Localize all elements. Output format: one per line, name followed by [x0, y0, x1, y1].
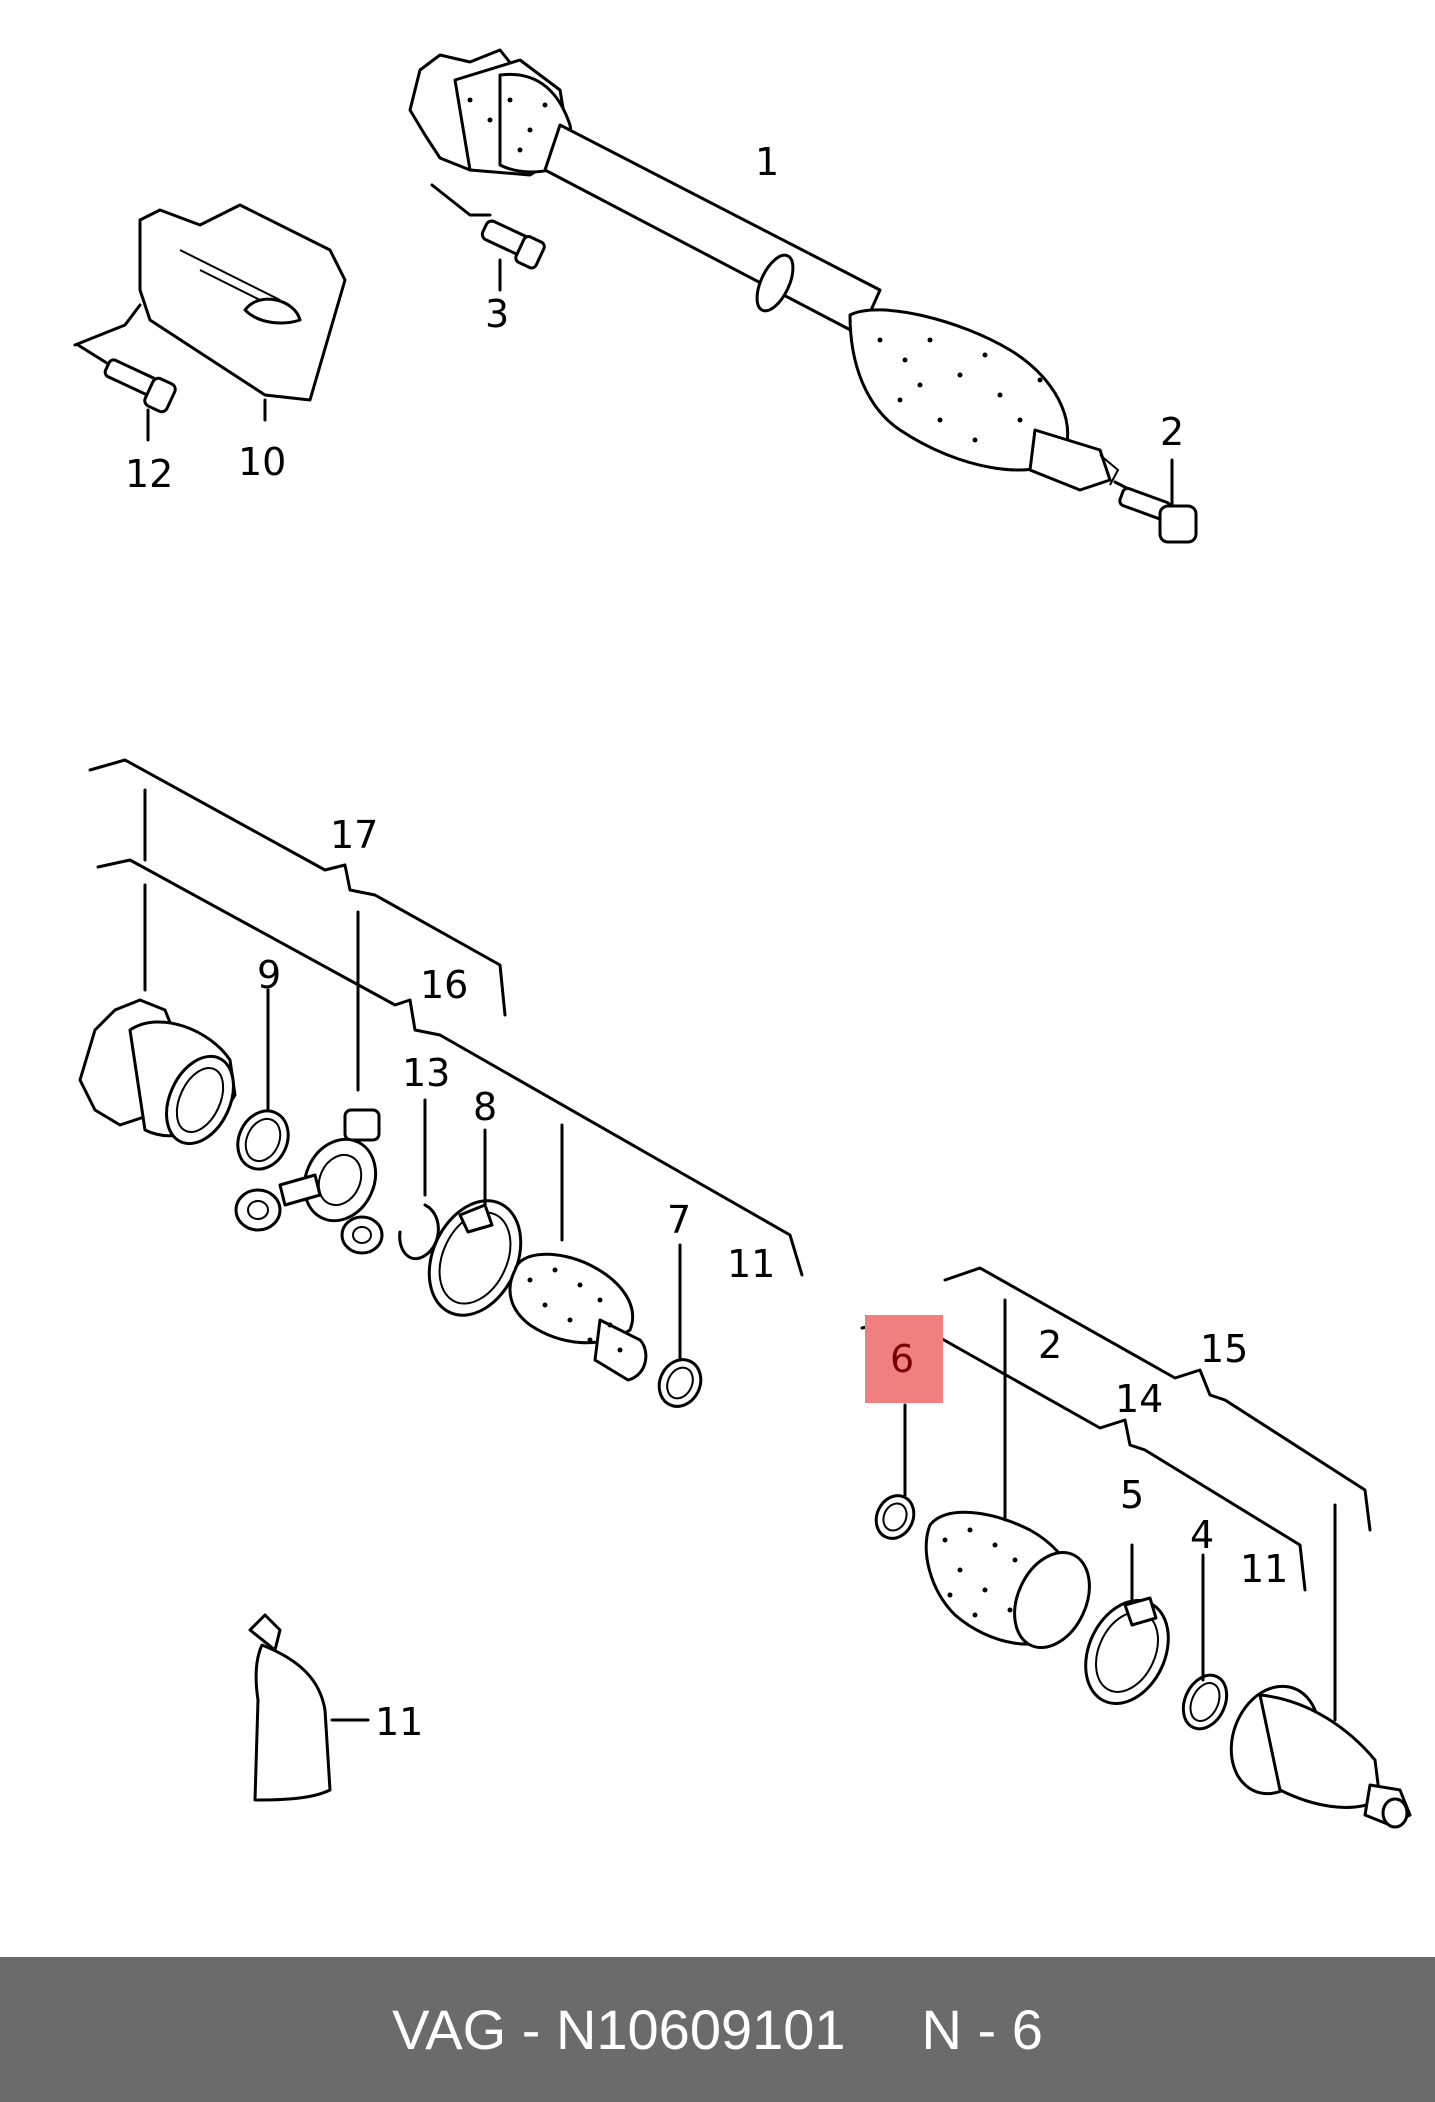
group-bracket-17: [88, 758, 507, 1092]
callout-label-16: 16: [420, 963, 468, 1007]
group-bracket-15: [943, 1266, 1372, 1722]
callout-label-10: 10: [238, 440, 286, 484]
callout-label-11-grease: 11: [375, 1700, 423, 1744]
boot-inner-icon: [508, 1252, 648, 1382]
position-ref: N - 6: [921, 1998, 1043, 2061]
clamp-5-icon: [1084, 1543, 1170, 1706]
bolt-2-icon: [1113, 458, 1198, 544]
bolt-3-icon: [430, 183, 546, 292]
tripod-spider-icon: [234, 1108, 384, 1255]
outer-cv-joint-icon: [1229, 1684, 1412, 1829]
callout-label-17: 17: [330, 813, 378, 857]
callout-label-4: 4: [1190, 1513, 1214, 1557]
highlight-box: [865, 1315, 943, 1403]
callout-label-11: 11: [727, 1242, 775, 1286]
group-bracket-16: [96, 858, 804, 1277]
part-code: VAG - N10609101: [392, 1998, 846, 2061]
circlip-13-icon: [398, 1098, 440, 1261]
callout-label-3: 3: [485, 292, 509, 336]
circlip-4-icon: [1181, 1553, 1229, 1731]
heat-shield-10-icon: [73, 203, 347, 422]
callout-label-14: 14: [1115, 1377, 1163, 1421]
callout-label-11-outer: 11: [1240, 1547, 1288, 1591]
cv-housing-icon: [78, 998, 237, 1146]
callout-label-2-outer: 2: [1038, 1323, 1062, 1367]
boot-outer-icon: [924, 1508, 1091, 1650]
drive-shaft-assembly: [408, 48, 1120, 492]
exploded-parts-diagram: 1 2 3 10 12 17 16 9 13 8 7 11 6 2 15 14 …: [73, 48, 1412, 1829]
callout-label-8: 8: [473, 1085, 497, 1129]
bolt-12-icon: [76, 343, 177, 442]
callout-label-5: 5: [1120, 1473, 1144, 1517]
grease-tube-11-icon: [248, 1613, 370, 1802]
callout-label-15: 15: [1200, 1327, 1248, 1371]
clamp-6-icon: [874, 1403, 916, 1540]
clamp-7-icon: [657, 1243, 703, 1408]
circlip-9-icon: [236, 988, 290, 1171]
part-number-footer: VAG - N10609101 N - 6: [0, 1957, 1435, 2102]
callout-label-7: 7: [667, 1198, 691, 1242]
callout-label-12: 12: [125, 452, 173, 496]
callout-label-1: 1: [755, 140, 779, 184]
callout-label-9: 9: [257, 953, 281, 997]
callout-label-13: 13: [402, 1051, 450, 1095]
callout-label-6: 6: [890, 1337, 914, 1381]
callout-label-2: 2: [1160, 410, 1184, 454]
